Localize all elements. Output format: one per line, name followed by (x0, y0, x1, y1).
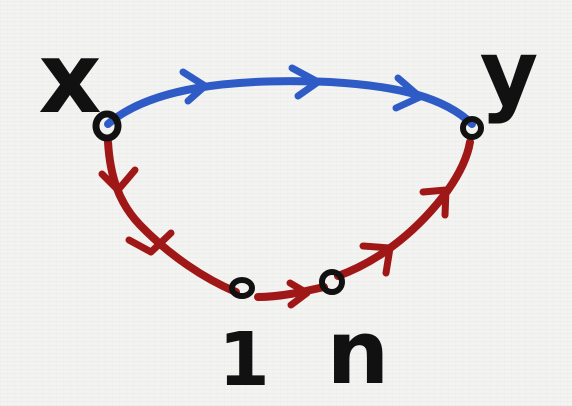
red-arrowhead-5 (419, 186, 450, 219)
label-x: x (38, 22, 101, 136)
node-1 (229, 277, 255, 299)
label-1: 1 (218, 317, 270, 403)
blue-path (104, 77, 476, 128)
red-path-segment-1 (104, 138, 240, 296)
blue-arrowhead-1 (179, 68, 209, 105)
red-arrowhead-3 (286, 279, 311, 309)
node-x (92, 110, 122, 142)
red-arrowhead-4 (359, 242, 394, 277)
node-y (460, 116, 484, 140)
label-y: y (480, 21, 539, 126)
label-n: n (327, 301, 390, 404)
red-path-segment-2 (254, 283, 328, 301)
blue-arrowhead-3 (392, 74, 424, 112)
node-n (319, 269, 345, 295)
red-arrowhead-1 (98, 166, 139, 194)
red-arrowhead-2 (125, 229, 175, 256)
red-path-segment-3 (334, 138, 474, 280)
blue-arrowhead-2 (288, 64, 322, 100)
